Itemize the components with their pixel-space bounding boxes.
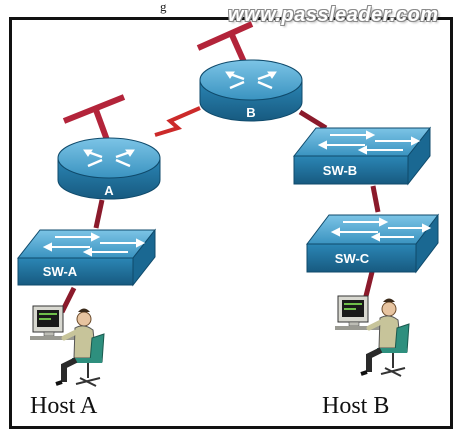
router-a[interactable]: A — [57, 137, 161, 200]
switch-sw-c-label: SW-C — [335, 251, 370, 266]
watermark: www.passleader.com — [228, 4, 439, 26]
switch-sw-b[interactable]: SW-B — [292, 126, 432, 186]
host-b-label: Host B — [322, 393, 389, 419]
host-a-label: Host A — [30, 393, 98, 419]
link-sw-b-sw-c — [370, 185, 381, 213]
switch-arrows-icon — [330, 217, 432, 242]
router-arrows-icon — [83, 149, 135, 168]
router-a-label: A — [104, 183, 114, 198]
switch-arrows-icon — [317, 130, 421, 155]
switch-arrows-icon — [42, 232, 146, 257]
switch-sw-a[interactable]: SW-A — [16, 228, 157, 287]
link-sw-a-host-a — [59, 286, 77, 314]
router-b-label: B — [246, 105, 255, 120]
link-router-a-sw-a — [93, 199, 105, 229]
router-arrows-icon — [225, 71, 277, 90]
link-sw-c-host-b — [362, 271, 375, 301]
switch-sw-a-label: SW-A — [43, 264, 78, 279]
top-caption: g — [160, 0, 167, 14]
switch-sw-c[interactable]: SW-C — [305, 213, 440, 274]
serial-link-a-b — [154, 106, 201, 137]
link-router-b-sw-b — [298, 109, 328, 131]
lan-stub-router-a — [62, 94, 126, 142]
host-a-workstation-icon[interactable] — [30, 305, 105, 387]
host-b-workstation-icon[interactable] — [335, 295, 410, 377]
lan-stub-router-b — [196, 21, 254, 64]
switch-sw-b-label: SW-B — [323, 163, 357, 178]
router-b[interactable]: B — [199, 59, 303, 122]
